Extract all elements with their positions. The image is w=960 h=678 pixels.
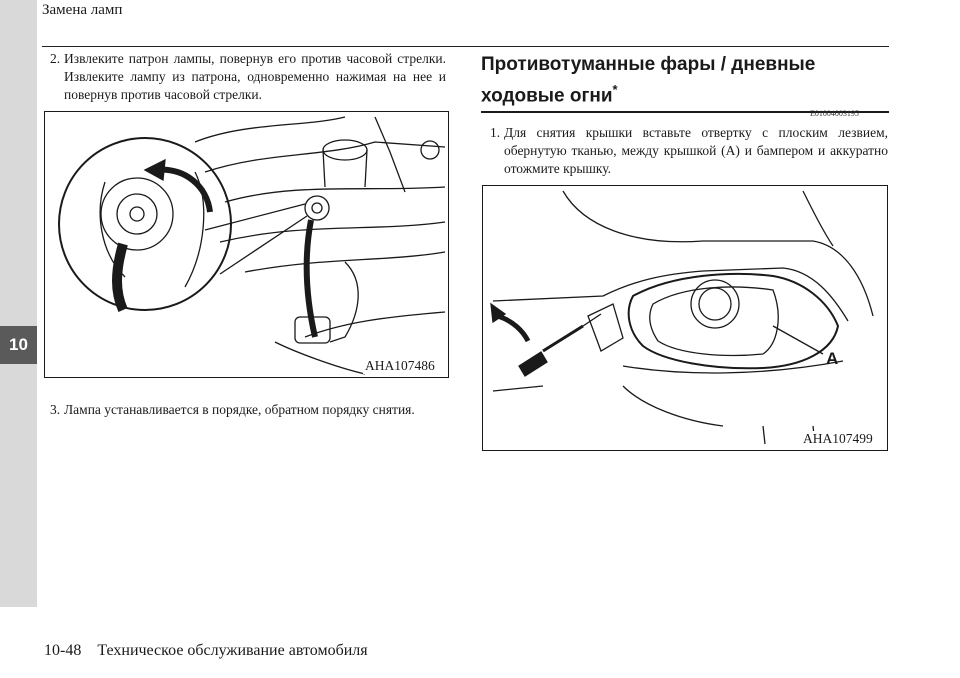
figure-1-code: AHA107486 <box>363 358 437 374</box>
section-heading: Противотуманные фары / дневные ходовые о… <box>481 52 889 114</box>
page-footer: 10-48 Техническое обслуживание автомобиля <box>44 642 368 660</box>
fog-lamp-cover-illustration: A <box>490 190 874 445</box>
section-heading-text: Противотуманные фары / дневные ходовые о… <box>481 54 816 107</box>
step-1-text: Для снятия крышки вставьте отвертку с пл… <box>504 125 888 176</box>
footer-page-number: 10-48 <box>44 642 82 659</box>
step-2-number: 2. <box>50 51 61 66</box>
step-1-number: 1. <box>490 125 501 140</box>
side-strip <box>0 0 37 607</box>
figure-fog-lamp-cover: A AHA107499 <box>482 185 888 451</box>
footer-title: Техническое обслуживание автомобиля <box>97 642 368 659</box>
step-1: 1. Для снятия крышки вставьте отвертку с… <box>490 124 888 178</box>
figure-2-label-a: A <box>826 349 838 368</box>
step-3-number: 3. <box>50 402 61 417</box>
bulb-socket-illustration <box>58 116 446 375</box>
header-divider <box>42 46 889 47</box>
step-3-text: Лампа устанавливается в порядке, обратно… <box>64 402 415 417</box>
step-2: 2. Извлеките патрон лампы, повернув его … <box>50 50 446 104</box>
figure-bulb-socket: AHA107486 <box>44 111 449 378</box>
step-3: 3. Лампа устанавливается в порядке, обра… <box>50 401 450 419</box>
section-code: E01004003195 <box>810 109 859 118</box>
chapter-tab: 10 <box>0 326 37 364</box>
section-heading-mark: * <box>612 82 618 97</box>
figure-2-code: AHA107499 <box>801 431 875 447</box>
page-header-title: Замена ламп <box>42 2 123 18</box>
step-2-text: Извлеките патрон лампы, повернув его про… <box>64 51 446 102</box>
